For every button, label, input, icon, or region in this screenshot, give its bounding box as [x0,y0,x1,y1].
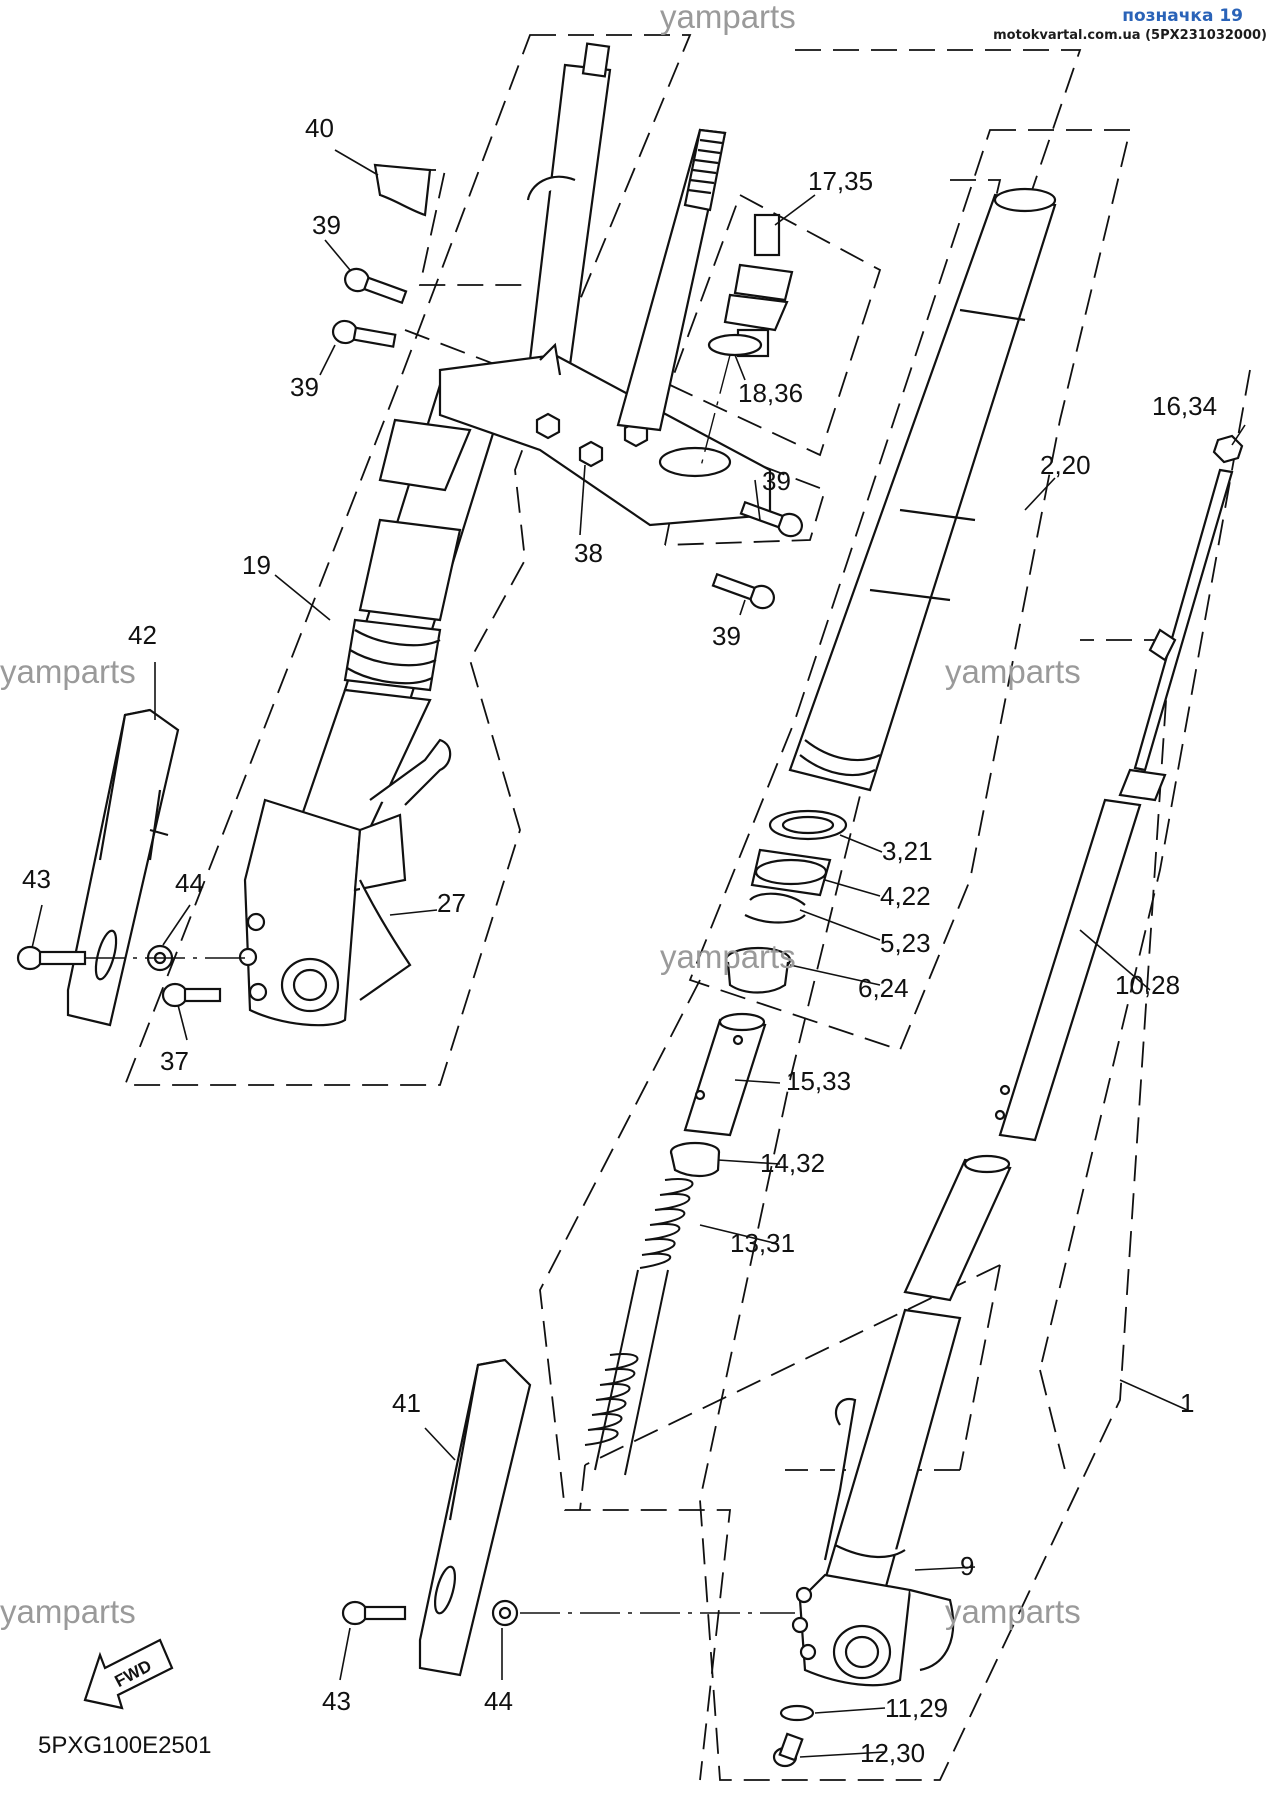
cap-part-40 [373,163,432,217]
callout-27: 27 [437,888,466,918]
left-fork-assembly [238,42,612,1027]
callout-39: 39 [312,210,341,240]
fork-guard-42 [66,708,180,1027]
watermark: yamparts [945,653,1081,690]
callout-39: 39 [762,466,791,496]
guard-fasteners [16,944,519,1627]
bottom-fasteners [772,1704,815,1768]
fork-guard-41 [418,1358,532,1677]
diagram-code: 5PXG100E2501 [38,1732,212,1759]
watermark: yamparts [945,1593,1081,1630]
callout-19: 19 [242,550,271,580]
callout-1: 1 [1180,1388,1195,1418]
callout-2-20: 2,20 [1040,450,1091,480]
callout-3-21: 3,21 [882,836,933,866]
watermark: yamparts [660,938,796,975]
callout-44: 44 [175,868,204,898]
callout-11-29: 11,29 [885,1693,949,1723]
callout-9: 9 [960,1551,975,1581]
callout-40: 40 [305,113,334,143]
lower-bracket [438,342,772,527]
spacer-parts [669,1012,767,1178]
bolts-39 [331,267,803,610]
callout-39: 39 [290,372,319,402]
seal-parts [724,809,848,994]
callout-38: 38 [574,538,603,568]
callout-5-23: 5,23 [880,928,931,958]
leader-lines [31,149,1246,1758]
callout-37: 37 [160,1046,189,1076]
watermark: yamparts [0,653,136,690]
callout-43: 43 [322,1686,351,1716]
callout-15-33: 15,33 [786,1066,852,1096]
callout-13-31: 13,31 [730,1228,796,1258]
callout-16-34: 16,34 [1152,391,1218,421]
right-lower-leg [791,1308,962,1687]
callout-17-35: 17,35 [808,166,874,196]
damper-cartridge [994,434,1244,1142]
fork-springs [584,1178,694,1476]
header-title: позначка 19 [1122,6,1243,26]
fwd-arrow-icon [83,1638,174,1710]
callout-18-36: 18,36 [738,378,804,408]
header-source: motokvartal.com.ua (5PX231032000) [993,28,1267,43]
watermark: yamparts [0,1593,136,1630]
callout-10-28: 10,28 [1115,970,1181,1000]
callout-12-30: 12,30 [860,1738,926,1768]
callout-42: 42 [128,620,157,650]
assembly-center-lines [85,354,795,1614]
callout-6-24: 6,24 [858,973,909,1003]
outer-tube [788,187,1057,792]
callout-14-32: 14,32 [760,1148,826,1178]
cap-bolt-parts [707,213,794,358]
spring-collar [903,1154,1012,1302]
watermark: yamparts [660,0,796,35]
callout-44: 44 [484,1686,513,1716]
callout-43: 43 [22,864,51,894]
callout-41: 41 [392,1388,421,1418]
callout-4-22: 4,22 [880,881,931,911]
steering-stem [616,128,727,432]
callout-39: 39 [712,621,741,651]
